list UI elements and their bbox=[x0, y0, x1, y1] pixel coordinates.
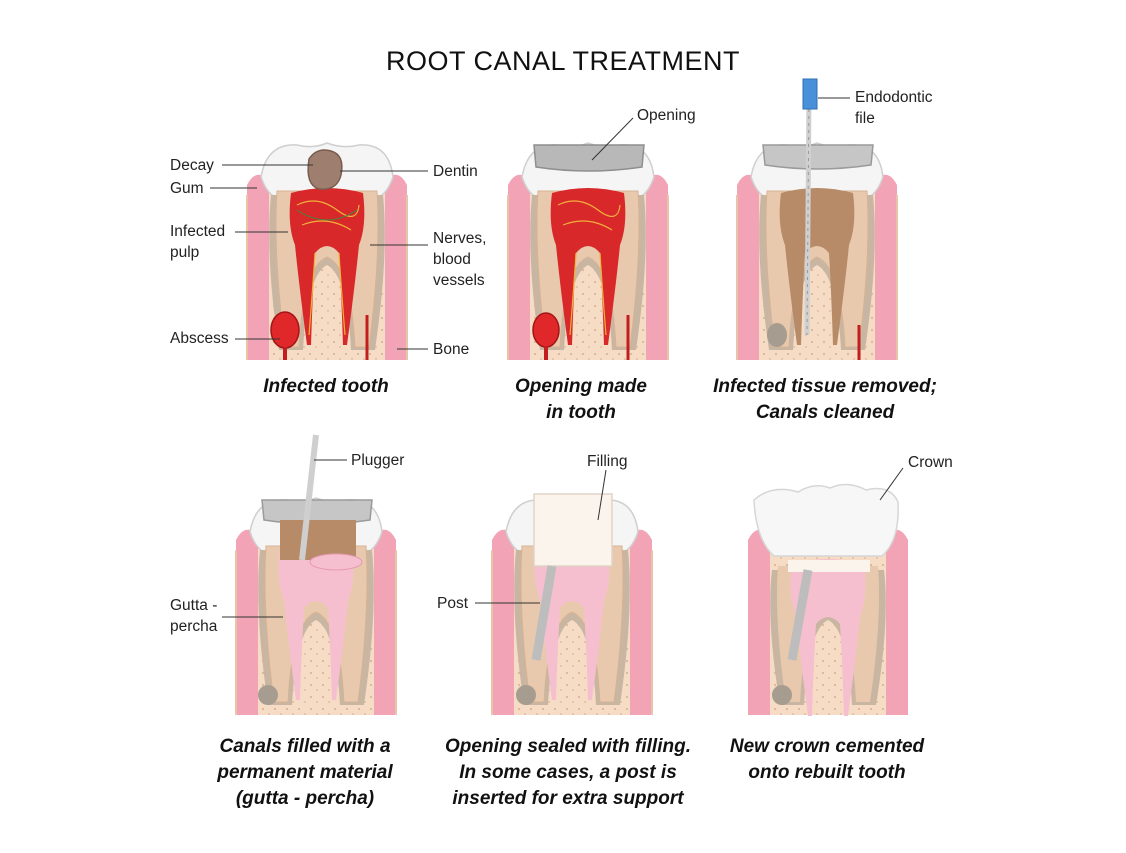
label-filling: Filling bbox=[587, 453, 628, 470]
label-dentin: Dentin bbox=[433, 163, 478, 180]
label-gutta-percha: Gutta - percha bbox=[170, 597, 218, 635]
label-infected-pulp: Infected pulp bbox=[170, 223, 226, 261]
label-crown: Crown bbox=[908, 454, 953, 471]
caption-step-1: Infected tooth bbox=[263, 376, 389, 397]
label-decay: Decay bbox=[170, 157, 214, 174]
caption-step-6: New crown cemented onto rebuilt tooth bbox=[729, 736, 925, 783]
label-bone: Bone bbox=[433, 341, 470, 358]
caption-step-3: Infected tissue removed; Canals cleaned bbox=[713, 376, 937, 423]
caption-step-2: Opening made in tooth bbox=[515, 376, 647, 423]
label-endodontic-file: Endodontic file bbox=[855, 89, 933, 127]
label-post: Post bbox=[437, 595, 469, 612]
label-opening: Opening bbox=[637, 107, 696, 124]
label-gum: Gum bbox=[170, 180, 204, 197]
leader-lines bbox=[210, 97, 904, 618]
caption-step-4: Canals filled with a permanent material … bbox=[217, 736, 393, 809]
panel-canals-cleaned bbox=[736, 78, 898, 361]
panel-opening-made bbox=[507, 142, 669, 361]
page-title: ROOT CANAL TREATMENT bbox=[385, 46, 741, 76]
caption-step-5: Opening sealed with filling. In some cas… bbox=[445, 736, 691, 809]
label-plugger: Plugger bbox=[351, 452, 405, 469]
panel-new-crown bbox=[748, 483, 908, 716]
panel-filling-post bbox=[491, 493, 653, 716]
label-abscess: Abscess bbox=[170, 330, 229, 347]
panel-gutta-percha bbox=[235, 434, 397, 716]
label-nerves-blood-vessels: Nerves, blood vessels bbox=[433, 230, 487, 289]
panel-infected-tooth bbox=[246, 142, 408, 361]
